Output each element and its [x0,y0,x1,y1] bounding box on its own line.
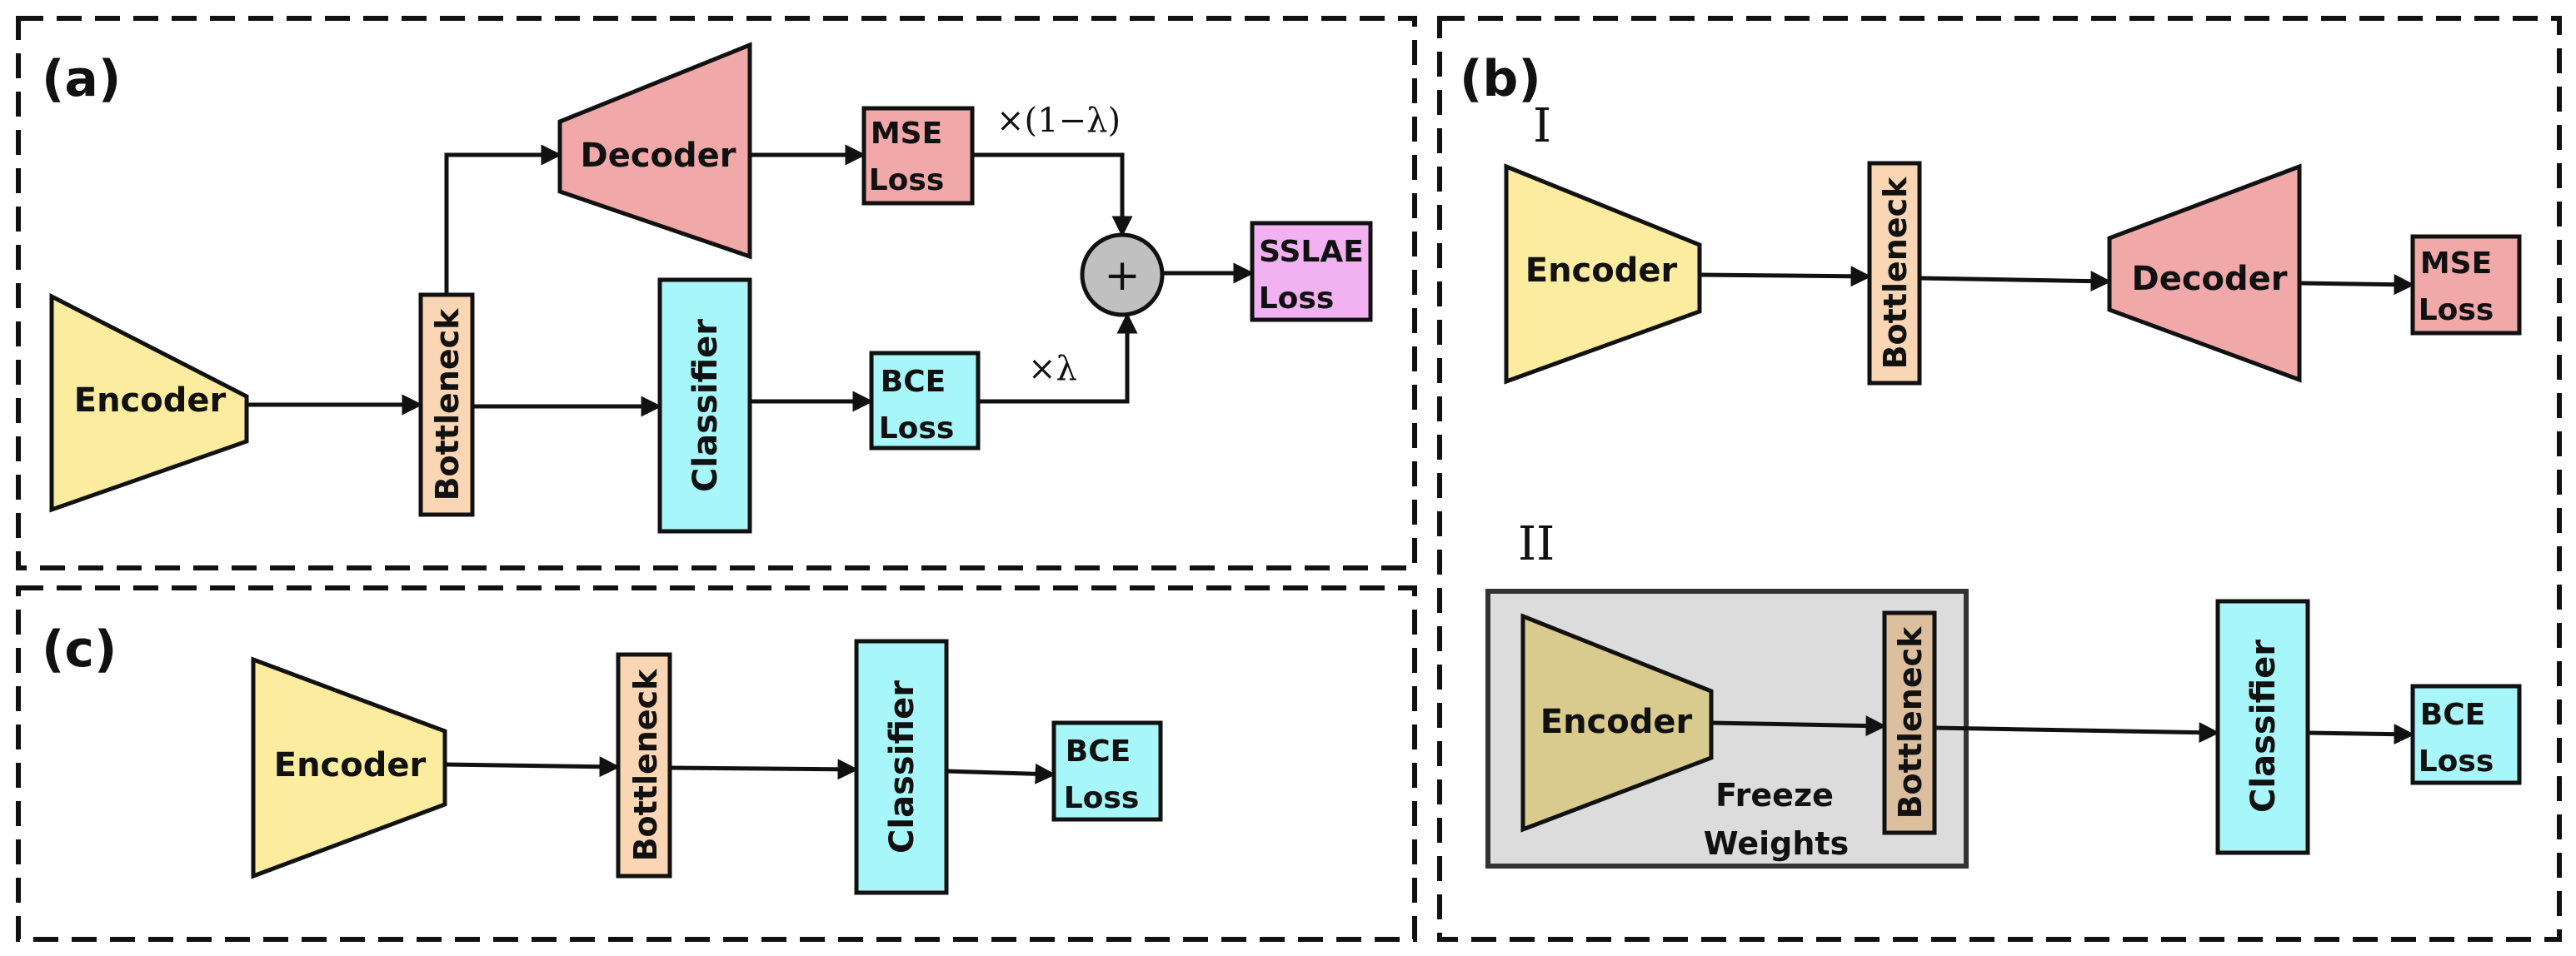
b1-edge-encoder-bottleneck [1699,266,1872,287]
b1-decoder-label: Decoder [2131,260,2287,298]
c-edge-bottleneck-classifier [669,759,859,780]
a-sum-symbol: + [1104,251,1141,301]
b2-encoder: Encoder [1520,613,1714,833]
c-classifier-label: Classifier [883,680,921,854]
panel-a-border [16,16,1417,570]
a-bce-label: BCE [881,365,946,399]
panel-a-label: (a) [42,50,121,108]
b1-mse-loss-label: Loss [2419,293,2494,327]
b2-classifier-label: Classifier [2244,640,2283,813]
b2-bce-label: BCE [2420,698,2485,732]
panel-b-border [1437,16,2562,942]
a-decoder: Decoder [557,42,752,260]
a-edge-bottleneck-decoder [444,144,562,295]
b1-mse-loss: MSE Loss [2410,234,2522,336]
b2-edge-encoder-bottleneck [1710,715,1887,737]
c-bce-loss: BCE Loss [1051,720,1163,822]
freeze-label: Freeze [1715,777,1834,814]
a-mse-loss: MSE Loss [861,106,975,206]
a-mse-label: MSE [871,117,942,151]
a-classifier-shape [657,277,752,534]
a-sslae-loss-label: Loss [1259,281,1335,316]
a-edge-mse-sum [972,152,1133,237]
a-mse-weight: ×(1−λ) [996,102,1121,140]
b2-bottleneck-label: Bottleneck [1892,626,1929,819]
c-bce-label: BCE [1066,734,1131,769]
b2-bce-loss: BCE Loss [2410,684,2522,785]
c-classifier-shape [854,639,949,895]
a-classifier: Classifier [657,277,752,534]
b2-encoder-label: Encoder [1540,703,1693,741]
b1-encoder-label: Encoder [1525,251,1678,290]
a-bce-weight: ×λ [1028,350,1077,388]
stage-two-label: II [1518,517,1555,571]
a-bottleneck: Bottleneck [418,292,475,517]
b2-classifier: Classifier [2215,599,2310,855]
b1-mse-label: MSE [2420,246,2492,281]
c-bottleneck: Bottleneck [616,652,672,879]
a-mse-loss-label: Loss [869,163,945,197]
panel-b-label: (b) [1460,50,1541,108]
c-bce-loss-label: Loss [1064,781,1140,815]
a-encoder: Encoder [49,292,249,513]
a-sum-node: + [1080,232,1165,317]
a-bottleneck-label: Bottleneck [429,308,466,501]
b2-edge-classifier-bce [2307,724,2415,745]
a-encoder-label: Encoder [74,381,227,420]
b2-bce-loss-shape [2410,684,2522,785]
b2-encoder-shape [1520,613,1714,833]
c-classifier: Classifier [854,639,949,895]
weights-label: Weights [1704,825,1849,862]
stage-one-label: I [1533,99,1551,153]
a-encoder-shape [49,292,249,513]
b1-edge-bottleneck-decoder [1919,271,2112,292]
a-bce-loss: BCE Loss [869,351,981,451]
b1-bottleneck-shape [1867,161,1922,386]
c-encoder-shape [251,656,447,879]
b2-bottleneck: Bottleneck [1882,610,1937,835]
b1-encoder: Encoder [1504,163,1702,385]
a-mse-loss-shape [861,106,975,206]
a-bce-loss-label: Loss [879,411,955,446]
a-edge-bce-sum [978,312,1138,404]
c-encoder-label: Encoder [274,746,427,784]
c-encoder: Encoder [251,656,447,879]
b1-decoder: Decoder [2107,163,2302,383]
a-sslae-label: SSLAE [1259,235,1364,269]
b2-bce-loss-label: Loss [2419,744,2494,779]
panel-c-label: (c) [42,620,117,679]
c-edge-classifier-bce [946,763,1056,784]
a-decoder-shape [557,42,752,260]
a-classifier-label: Classifier [686,319,725,492]
b2-edge-bottleneck-classifier [1934,722,2220,744]
b1-bottleneck-label: Bottleneck [1877,177,1914,370]
c-edge-encoder-bottleneck [444,756,621,778]
b1-bottleneck: Bottleneck [1867,161,1922,386]
b1-edge-decoder-mse [2299,274,2415,296]
panel-c-border [16,585,1417,942]
c-bottleneck-label: Bottleneck [627,669,664,862]
b1-encoder-shape [1504,163,1702,385]
a-decoder-label: Decoder [580,137,736,175]
a-sslae-loss: SSLAE Loss [1250,221,1373,322]
